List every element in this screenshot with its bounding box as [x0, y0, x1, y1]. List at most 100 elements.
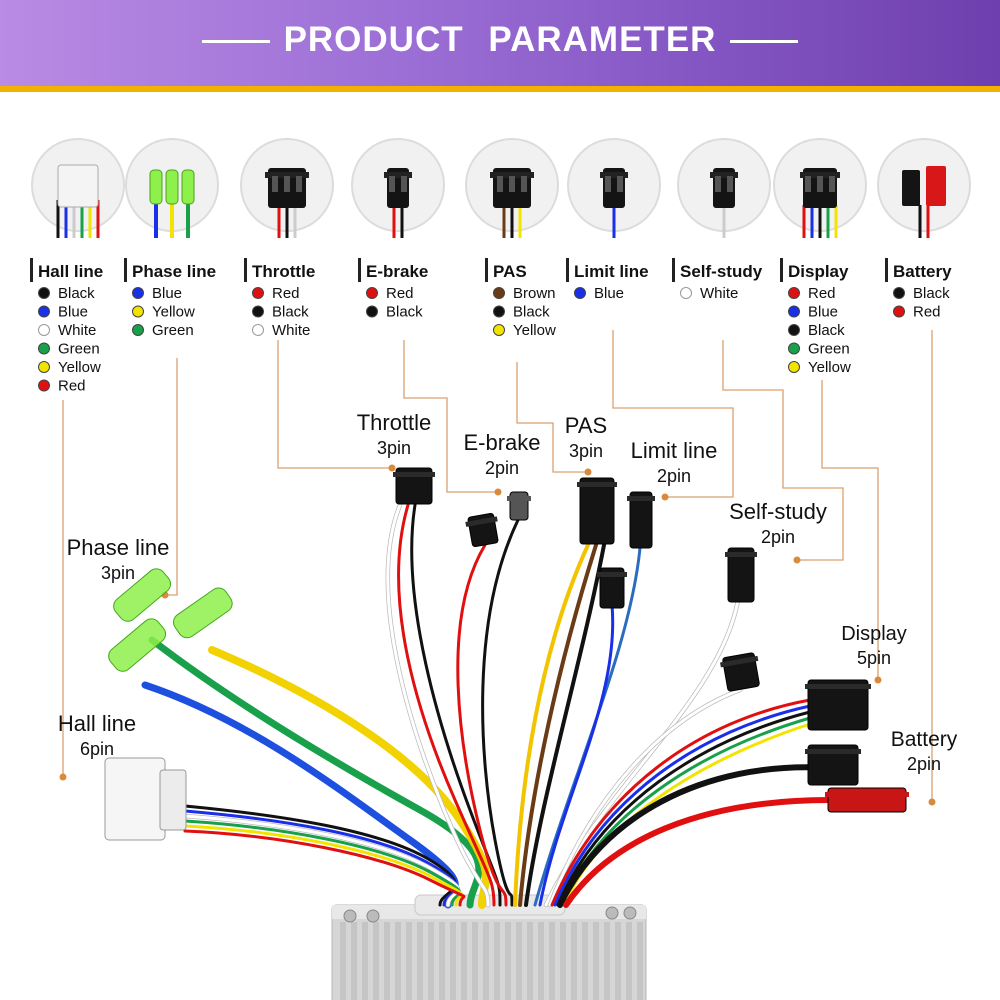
heat-sink-fin: [428, 922, 434, 1000]
wire-color-label: White: [58, 322, 96, 339]
wire-color-label: Black: [913, 285, 950, 302]
wire-color-label: Blue: [808, 304, 838, 321]
leader-line: [821, 380, 879, 680]
legend-title: Phase line: [132, 262, 216, 281]
throttle-3pin-plug-icon: [240, 138, 334, 238]
wire-color-label: Green: [152, 322, 194, 339]
legend-bar: [358, 258, 361, 282]
legend-bar: [485, 258, 488, 282]
wire-color-label: Red: [386, 285, 414, 302]
banner-accent-stripe: [0, 86, 1000, 92]
legend-title: Self-study: [680, 262, 763, 281]
page-title: PRODUCT PARAMETER: [0, 20, 1000, 60]
wire-color-label: Black: [513, 304, 550, 321]
heat-sink-fin: [439, 922, 445, 1000]
legend-title: Limit line: [574, 262, 649, 281]
ebrake-wire-black: [481, 518, 520, 907]
legend-bar: [885, 258, 888, 282]
callout-pins: 2pin: [907, 754, 941, 774]
callout-name: E-brake: [463, 430, 540, 455]
heat-sink-fin: [461, 922, 467, 1000]
wire-color-dot: [788, 305, 800, 318]
battery-wire-red: [563, 797, 833, 908]
wire-color-dot: [788, 287, 800, 299]
callout-pins: 5pin: [857, 648, 891, 668]
wire-color-label: Black: [58, 285, 95, 302]
wire-color-label: Blue: [594, 285, 624, 302]
battery-plug-red: [825, 787, 909, 813]
heat-sink-fin: [472, 922, 478, 1000]
phase-bullet-plug: [173, 587, 233, 639]
display-wire: [550, 698, 812, 907]
callout-pins: 6pin: [80, 739, 114, 759]
legend-bar: [672, 258, 675, 282]
legend-bar: [780, 258, 783, 282]
hall-wire: [183, 809, 458, 907]
leader-dot: [59, 773, 67, 781]
wire-color-label: Black: [386, 304, 423, 321]
pas-3pin-plug-icon: [465, 138, 559, 238]
leader-dot: [494, 488, 502, 496]
callout-pins: 3pin: [377, 438, 411, 458]
hall-plug: [104, 757, 187, 841]
heat-sink-fin: [549, 922, 555, 1000]
heat-sink-fin: [483, 922, 489, 1000]
wire-color-label: Yellow: [513, 322, 556, 339]
callout-battery: Battery 2pin: [891, 728, 958, 774]
wire-color-dot: [132, 324, 144, 336]
heat-sink-fin: [560, 922, 566, 1000]
phase-bullet-plug: [108, 618, 167, 672]
wire-color-label: Green: [808, 341, 850, 358]
wire-color-dot: [38, 305, 50, 318]
heat-sink-fin: [505, 922, 511, 1000]
legend-title: PAS: [493, 262, 527, 281]
hall-wire: [183, 804, 457, 907]
heat-sink-fin: [593, 922, 599, 1000]
leader-dot: [584, 468, 592, 476]
heat-sink-fin: [417, 922, 423, 1000]
throttle-wire-black: [410, 503, 502, 907]
callout-name: Battery: [891, 728, 958, 751]
wire-color-dot: [252, 305, 264, 318]
hall-sensor-plug-icon: [31, 138, 125, 238]
display-wire: [553, 704, 812, 907]
leader-line: [612, 330, 734, 498]
callout-name: PAS: [565, 413, 607, 438]
display-plug: [805, 679, 871, 731]
heat-sink-fin: [406, 922, 412, 1000]
heat-sink-fin: [582, 922, 588, 1000]
wire-color-dot: [38, 287, 50, 299]
wire-color-label: Yellow: [152, 304, 195, 321]
heat-sink-fin: [604, 922, 610, 1000]
heat-sink-fin: [351, 922, 357, 1000]
wire-color-dot: [893, 287, 905, 299]
callout-name: Throttle: [357, 410, 432, 435]
throttle-plug: [393, 467, 435, 505]
battery-plug-black: [805, 744, 861, 786]
wire-color-label: Blue: [152, 285, 182, 302]
wire-color-dot: [132, 305, 144, 318]
wire-color-label: Black: [808, 322, 845, 339]
wire-color-label: Red: [58, 378, 86, 395]
leader-line: [722, 340, 844, 561]
callout-name: Phase line: [67, 535, 170, 560]
wire-color-dot: [493, 287, 505, 299]
title-word-parameter: PARAMETER: [488, 20, 717, 59]
callout-name: Limit line: [631, 438, 718, 463]
leader-line: [165, 358, 178, 596]
leader-dot: [793, 556, 801, 564]
wire-color-dot: [38, 379, 50, 392]
wire-color-label: Yellow: [58, 359, 101, 376]
wire-color-dot: [252, 287, 264, 299]
wire-color-label: Yellow: [808, 359, 851, 376]
title-dash-left: [201, 40, 270, 44]
leader-dot: [388, 464, 396, 472]
